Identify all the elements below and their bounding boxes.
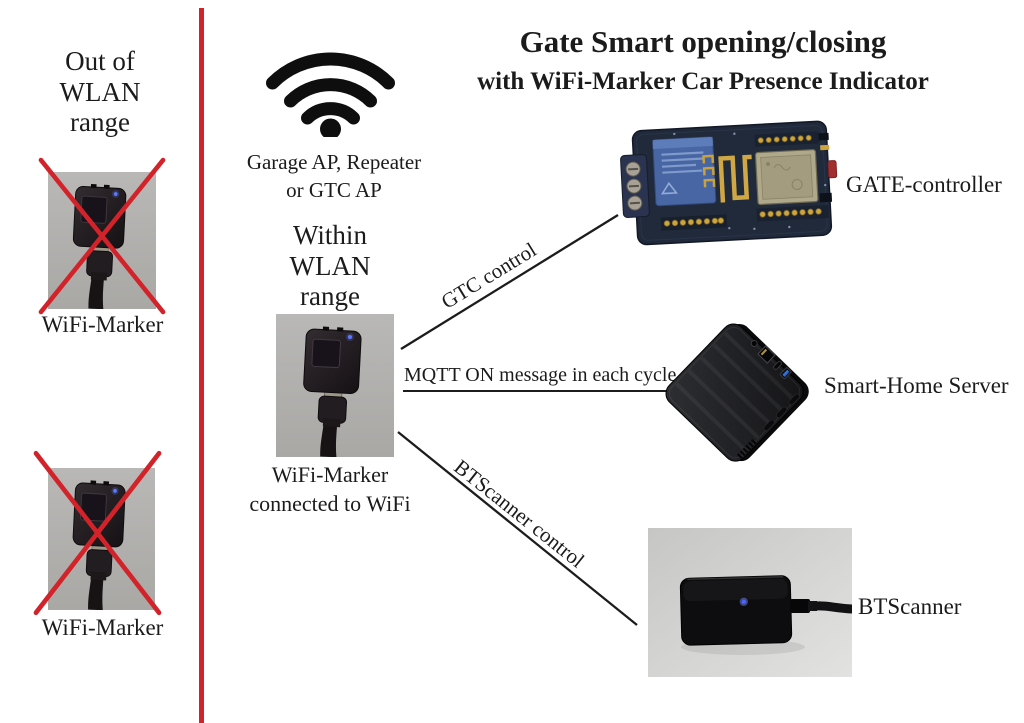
red-cross-icon-bottom xyxy=(31,447,164,619)
wifi-marker-label-bottom: WiFi-Marker xyxy=(41,615,164,640)
gtc-control-label: GTC control xyxy=(436,237,541,314)
gate-controller-label: GATE-controller xyxy=(846,172,1002,197)
title-block: Gate Smart opening/closing with WiFi-Mar… xyxy=(453,24,953,97)
io-pin-row xyxy=(660,214,728,231)
screw-terminal xyxy=(620,154,650,218)
diagram-title: Gate Smart opening/closing xyxy=(519,24,887,59)
btscanner-label: BTScanner xyxy=(858,594,962,619)
status-led xyxy=(741,599,746,604)
btscanner-photo xyxy=(648,528,852,677)
smart-home-server-label: Smart-Home Server xyxy=(824,373,1009,398)
mqtt-message-label: MQTT ON message in each cycle xyxy=(403,364,680,392)
power-jack xyxy=(750,339,758,347)
out-of-range-heading: Out of WLAN range xyxy=(59,46,141,137)
relay-block xyxy=(652,136,717,207)
ethernet-port xyxy=(757,345,776,364)
access-point-caption: Garage AP, Repeater or GTC AP xyxy=(246,150,422,203)
vent-grille xyxy=(737,438,757,459)
power-component xyxy=(827,160,838,179)
red-cross-icon-top xyxy=(36,154,168,318)
diagram-subtitle: with WiFi-Marker Car Presence Indicator xyxy=(477,67,929,95)
usb-cable xyxy=(811,601,852,614)
within-range-heading: Within WLAN range xyxy=(289,220,371,311)
esp8266-module xyxy=(754,131,829,222)
wifi-marker-photo-connected xyxy=(276,314,394,457)
gtc-control-line xyxy=(400,214,619,350)
usb-port xyxy=(779,367,792,380)
wlan-boundary-line xyxy=(199,8,204,723)
gate-controller-photo xyxy=(620,120,838,246)
wifi-marker-connected-caption: WiFi-Marker connected to WiFi xyxy=(249,462,411,517)
wifi-marker-label-top: WiFi-Marker xyxy=(41,312,164,337)
wifi-icon xyxy=(266,52,395,137)
smart-home-server-photo xyxy=(665,323,809,462)
relay-pads xyxy=(702,154,716,188)
antenna-trace xyxy=(718,154,752,203)
btscanner-control-label: BTScanner control xyxy=(449,454,590,573)
